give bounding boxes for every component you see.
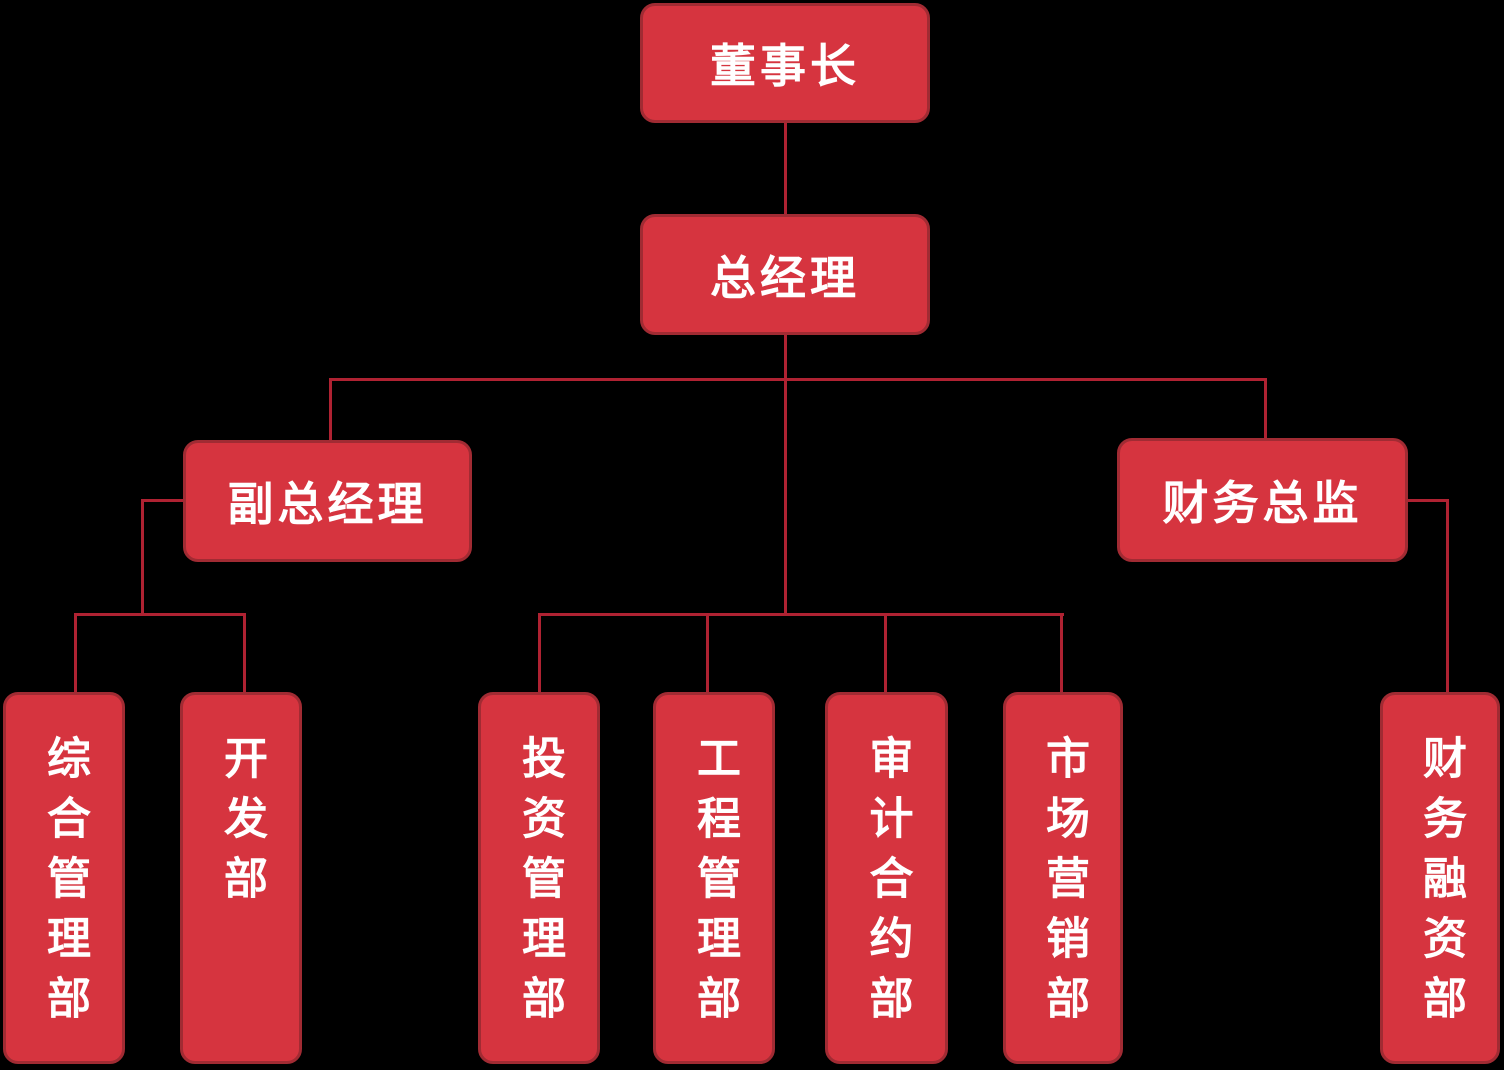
node-chairman-label: 董事长 <box>710 40 860 92</box>
connector-deputy-gm-drop <box>329 378 332 440</box>
connector-finance-side-stub <box>1407 499 1449 502</box>
connector-development-drop <box>243 613 246 692</box>
node-marketing-dept: 市场营销部 <box>1003 692 1123 1064</box>
node-audit-contract-dept: 审计合约部 <box>825 692 948 1064</box>
connector-marketing-drop <box>1060 613 1063 692</box>
node-general-manager-label: 总经理 <box>710 251 860 304</box>
node-deputy-gm-label: 副总经理 <box>227 478 428 530</box>
connector-deputy-side-drop <box>141 499 144 616</box>
node-investment-mgmt-dept-label: 投资管理部 <box>515 735 564 1035</box>
connector-level3-bus <box>329 378 1267 381</box>
connector-deputy-side-stub <box>141 499 185 502</box>
node-marketing-dept-label: 市场营销部 <box>1039 735 1088 1035</box>
connector-audit-drop <box>884 613 887 692</box>
connector-chairman-gm <box>784 123 787 214</box>
node-engineering-mgmt-dept: 工程管理部 <box>653 692 775 1064</box>
node-engineering-mgmt-dept-label: 工程管理部 <box>690 735 739 1035</box>
connector-gm-center-drop <box>784 378 787 616</box>
node-general-admin-dept: 综合管理部 <box>3 692 125 1064</box>
connector-deputy-children-bus <box>74 613 246 616</box>
connector-finance-director-drop <box>1264 378 1267 438</box>
connector-engineering-drop <box>706 613 709 692</box>
node-development-dept: 开发部 <box>180 692 302 1064</box>
node-deputy-gm: 副总经理 <box>183 440 472 562</box>
node-general-manager: 总经理 <box>640 214 930 335</box>
connector-finance-financing-drop <box>1446 499 1449 692</box>
node-finance-director-label: 财务总监 <box>1162 477 1363 529</box>
connector-middle-bus <box>538 613 1064 616</box>
node-general-admin-dept-label: 综合管理部 <box>40 735 89 1035</box>
node-finance-director: 财务总监 <box>1117 438 1408 562</box>
node-finance-financing-dept-label: 财务融资部 <box>1416 735 1465 1035</box>
node-audit-contract-dept-label: 审计合约部 <box>862 735 912 1035</box>
connector-gm-drop <box>784 335 787 381</box>
node-development-dept-label: 开发部 <box>217 735 266 915</box>
connector-investment-drop <box>538 613 541 692</box>
node-finance-financing-dept: 财务融资部 <box>1380 692 1500 1064</box>
connector-general-admin-drop <box>74 613 77 692</box>
node-chairman: 董事长 <box>640 3 930 123</box>
node-investment-mgmt-dept: 投资管理部 <box>478 692 600 1064</box>
